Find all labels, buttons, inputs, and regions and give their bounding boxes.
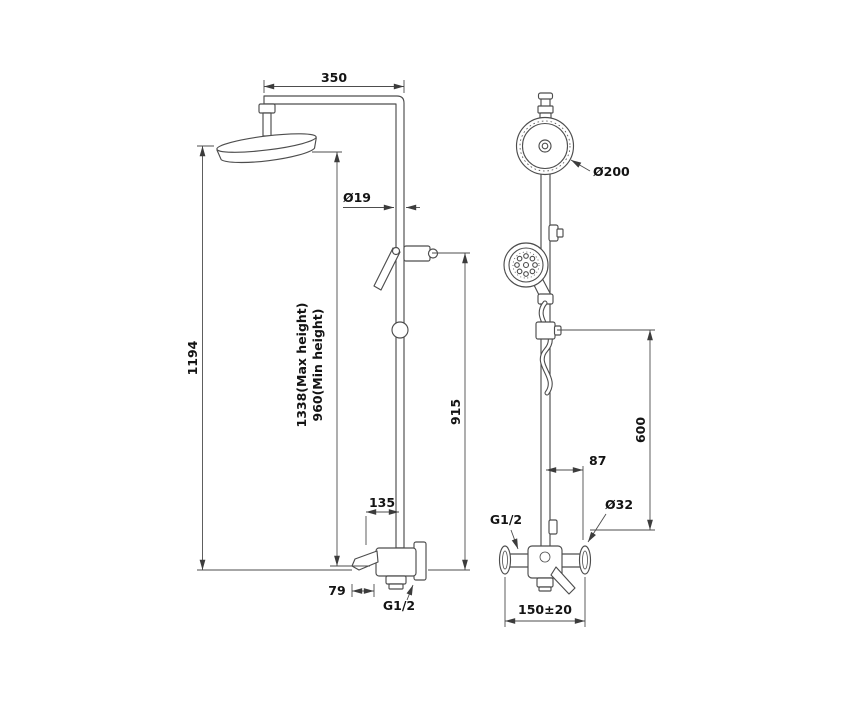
dim-offset-135: 135 xyxy=(365,495,400,545)
dim-head-diameter: Ø200 xyxy=(570,159,630,179)
dim-offset-87: 87 xyxy=(545,453,606,540)
extension-lines xyxy=(197,145,352,571)
leader-line xyxy=(406,584,414,601)
nozzle xyxy=(529,255,536,262)
extension-lines xyxy=(351,584,375,597)
wall-escutcheon-left xyxy=(498,545,512,575)
dim-center-distance: 150±20 xyxy=(504,577,586,627)
dim-offset-135-label: 135 xyxy=(369,495,395,510)
cartridge-cap xyxy=(539,551,551,563)
head-top xyxy=(216,133,317,153)
thread-callout-front: G1/2 xyxy=(490,512,522,550)
dim-max-height-label: 1338(Max height) xyxy=(294,303,309,428)
hand-shower-face xyxy=(503,242,549,288)
rail-bottom-bracket xyxy=(548,519,558,535)
head-nut-upper xyxy=(537,105,554,114)
holder-knob xyxy=(427,248,439,259)
shower-hose-core xyxy=(539,301,552,395)
dim-overall-height: 1194 xyxy=(185,145,352,571)
side-view: 350 1194 1338(Max height) 960(Min height… xyxy=(185,70,470,613)
head-hub-center xyxy=(541,142,549,150)
dim-head-diameter-label: Ø200 xyxy=(593,164,630,179)
nozzle xyxy=(516,255,523,262)
riser-pipe-and-arm xyxy=(263,95,405,549)
front-view: Ø200 xyxy=(490,92,655,627)
hand-shower-center xyxy=(522,261,530,269)
nozzle xyxy=(514,262,520,268)
dim-center-distance-label: 150±20 xyxy=(518,602,572,617)
thread-callout-front-label: G1/2 xyxy=(490,512,522,527)
dim-riser-height: 915 xyxy=(428,252,470,571)
leader-line xyxy=(510,529,519,550)
dim-riser-height-label: 915 xyxy=(448,399,463,425)
nozzle xyxy=(523,271,529,277)
lever-pivot xyxy=(391,246,401,256)
mixer-body-side xyxy=(375,547,417,577)
head-spray-ring xyxy=(519,120,571,172)
rain-shower-head-side xyxy=(216,133,317,164)
mixer-spout-side xyxy=(385,575,407,585)
dim-arm-length-label: 350 xyxy=(321,70,347,85)
escutcheon-right-inner xyxy=(582,550,588,570)
dim-offset-87-label: 87 xyxy=(589,453,606,468)
thread-callout-side: G1/2 xyxy=(383,584,415,613)
nozzle xyxy=(532,262,538,268)
hand-shower-front xyxy=(503,242,554,305)
mixer-handle-side xyxy=(351,550,379,571)
nozzle xyxy=(529,268,536,275)
rail-slider xyxy=(535,321,556,340)
holder-pin xyxy=(556,228,564,238)
hand-shower-hole-ring xyxy=(512,251,540,279)
head-stem xyxy=(262,112,272,137)
hand-shower-inner-ring xyxy=(508,247,544,283)
escutcheon-left-inner xyxy=(502,550,508,570)
mixer-handle-front xyxy=(550,566,576,595)
thread-callout-side-label: G1/2 xyxy=(383,598,415,613)
slider-knob xyxy=(553,325,562,336)
leader-line xyxy=(570,159,591,172)
dim-arm-length: 350 xyxy=(263,70,405,93)
arm-fitting xyxy=(258,103,276,114)
dim-rail-length: 600 xyxy=(557,329,655,531)
rail-top-cap xyxy=(537,92,554,100)
hand-shower-holder-side xyxy=(403,245,431,262)
leader-line xyxy=(587,513,607,543)
head-inner-ring xyxy=(521,122,569,170)
aerator-front xyxy=(538,586,552,592)
dim-overall-height-label: 1194 xyxy=(185,340,200,375)
dim-depth-79-label: 79 xyxy=(328,583,345,598)
extension-lines xyxy=(557,329,655,531)
dim-depth-79: 79 xyxy=(328,583,375,598)
dim-min-height-label: 960(Min height) xyxy=(310,309,325,422)
nozzle xyxy=(523,253,529,259)
pipe-union xyxy=(391,321,409,339)
aerator-side xyxy=(388,583,404,590)
nozzle xyxy=(516,268,523,275)
dim-pipe-diameter: Ø19 xyxy=(343,190,420,211)
dim-escutcheon-diameter-label: Ø32 xyxy=(605,497,633,512)
dim-rail-length-label: 600 xyxy=(633,417,648,443)
rain-shower-head-front xyxy=(515,116,575,176)
dim-escutcheon-diameter: Ø32 xyxy=(587,497,633,543)
dim-max-min-height: 1338(Max height) 960(Min height) xyxy=(294,151,370,567)
mixer-spout-front xyxy=(536,577,554,588)
dim-pipe-diameter-label: Ø19 xyxy=(343,190,371,205)
head-hub xyxy=(538,139,552,153)
wall-escutcheon-right xyxy=(578,545,592,575)
